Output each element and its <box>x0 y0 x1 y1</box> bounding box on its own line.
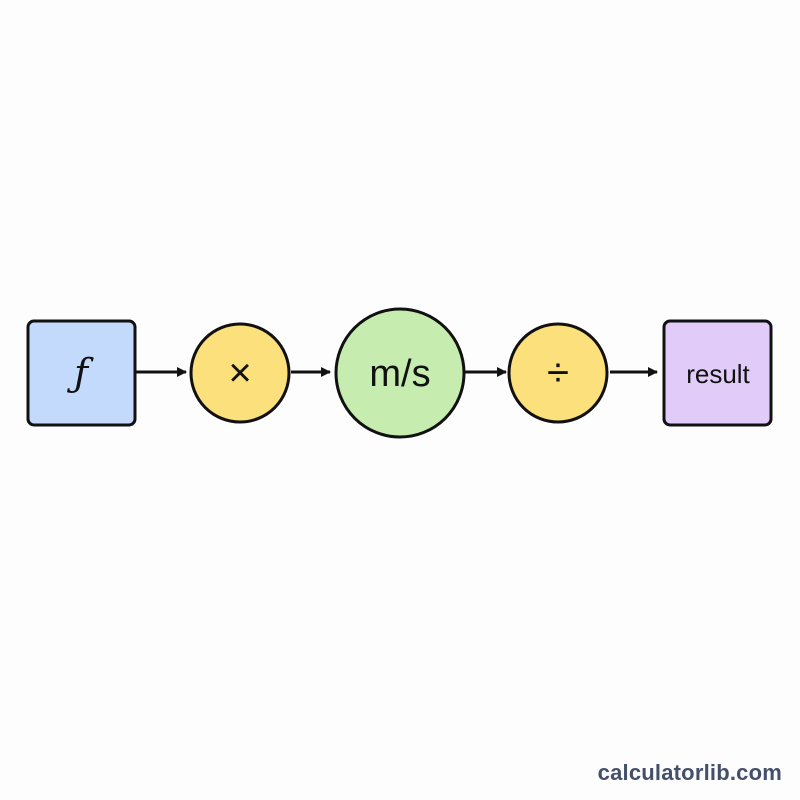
multiply-circle-node <box>189 322 291 424</box>
site-watermark: calculatorlib.com <box>597 760 782 785</box>
divide-node-label: ÷ <box>547 351 569 395</box>
divide-circle-node <box>507 322 609 424</box>
input-square-node <box>26 319 137 427</box>
result-node-label: result <box>686 359 750 389</box>
unit-circle-node <box>334 307 466 439</box>
unit-node-label: m/s <box>369 353 430 395</box>
result-square-node <box>662 319 773 427</box>
multiply-node-label: × <box>228 351 251 395</box>
